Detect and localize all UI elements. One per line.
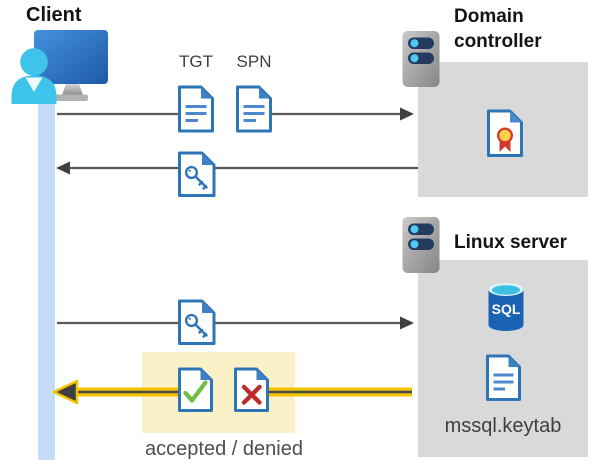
accepted-denied-label: accepted / denied (145, 438, 303, 460)
key-document-icon (178, 151, 216, 197)
monitor-icon (34, 30, 108, 101)
cross-icon (241, 384, 262, 405)
client-to-linux-arrow (57, 316, 414, 330)
linux-to-client-arrow (52, 379, 412, 405)
dc-to-client-arrow (56, 161, 418, 175)
certificate-icon (487, 109, 523, 157)
accepted-document-icon (178, 367, 213, 412)
client-icon (11, 30, 108, 104)
domain-controller-label: Domain controller (454, 6, 542, 52)
spn-label: SPN (236, 52, 272, 71)
linux-server-label: Linux server (454, 232, 567, 253)
denied-document-icon (234, 367, 269, 412)
client-to-dc-arrow (57, 107, 414, 121)
keytab-document-icon (486, 354, 521, 401)
check-icon (183, 380, 208, 403)
dc-server-icon (402, 31, 440, 87)
spn-document-icon (236, 85, 272, 133)
tgt-label: TGT (179, 52, 213, 71)
client-label: Client (26, 4, 82, 26)
sql-badge-text: SQL (492, 301, 521, 317)
person-icon (11, 48, 57, 104)
client-lifeline (38, 84, 55, 460)
linux-server-icon (402, 217, 440, 273)
sql-database-icon: SQL (488, 283, 524, 331)
tgt-document-icon (178, 85, 214, 133)
keytab-file-label: mssql.keytab (444, 415, 562, 437)
key-document-icon (178, 299, 216, 345)
